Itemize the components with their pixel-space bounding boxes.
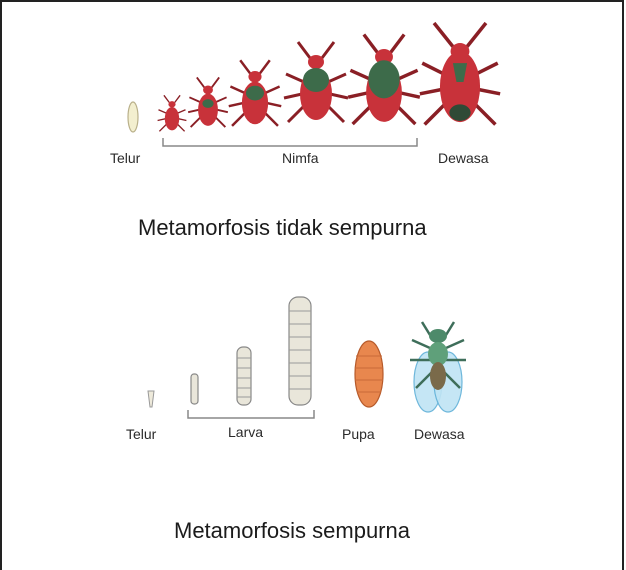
nymph-stage-4 <box>283 41 349 124</box>
larva-stage-2 <box>236 346 252 406</box>
label-egg-incomplete: Telur <box>110 150 141 166</box>
larva-bracket <box>187 410 315 419</box>
adult-bug <box>419 21 501 126</box>
label-nymph: Nimfa <box>282 150 319 166</box>
label-adult-incomplete: Dewasa <box>438 150 489 166</box>
label-adult-complete: Dewasa <box>414 426 465 442</box>
egg-incomplete <box>127 101 139 133</box>
nymph-stage-2 <box>187 76 229 128</box>
nymph-bracket <box>162 138 418 147</box>
pupa <box>354 340 384 408</box>
larva-stage-1 <box>190 373 199 405</box>
label-pupa: Pupa <box>342 426 375 442</box>
nymph-stage-3 <box>228 59 282 127</box>
nymph-stage-5 <box>347 33 421 126</box>
egg-complete <box>147 390 155 408</box>
label-larva: Larva <box>228 424 264 440</box>
caption-complete: Metamorfosis sempurna <box>174 518 410 543</box>
nymph-stage-1 <box>157 94 187 132</box>
caption-incomplete: Metamorfosis tidak sempurna <box>138 215 427 240</box>
larva-stage-3 <box>288 296 312 406</box>
label-egg-complete: Telur <box>126 426 157 442</box>
adult-fly <box>410 321 466 413</box>
